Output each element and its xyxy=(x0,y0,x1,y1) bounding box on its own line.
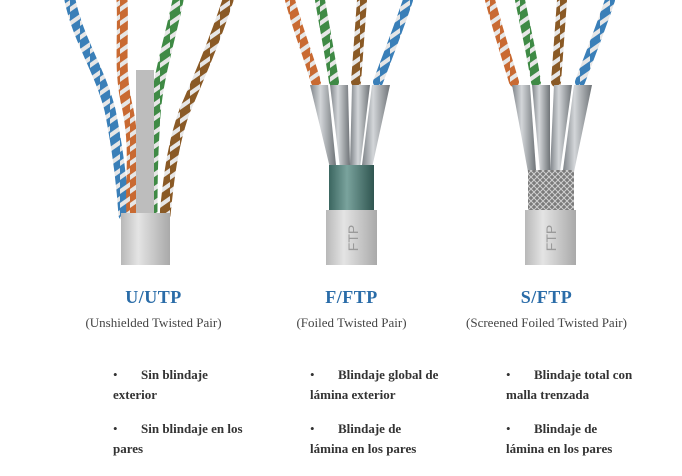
list-item: Sin blindaje exterior xyxy=(113,365,243,405)
list-item: Blindaje global de lámina exterior xyxy=(310,365,440,405)
cable-subtitle: (Foiled Twisted Pair) xyxy=(296,315,407,330)
cable-uutp-drawing xyxy=(64,0,234,265)
jacket-label: FTP xyxy=(345,225,361,251)
feature-list: Blindaje global de lámina exterior Blind… xyxy=(310,365,440,473)
cable-subtitle: (Unshielded Twisted Pair) xyxy=(85,315,222,330)
feature-list: Blindaje total con malla trenzada Blinda… xyxy=(506,365,636,473)
list-item: Sin blindaje en los pares xyxy=(113,419,243,459)
cable-column-fftp: F/FTP (Foiled Twisted Pair) Blindaje glo… xyxy=(238,265,465,456)
cable-subtitle: (Screened Foiled Twisted Pair) xyxy=(466,315,627,330)
cable-sftp-drawing: FTP xyxy=(485,0,615,265)
list-item: Blindaje de lámina en los pares xyxy=(506,419,636,459)
cable-title: F/FTP xyxy=(325,287,378,307)
cable-title: S/FTP xyxy=(520,287,573,307)
feature-list: Sin blindaje exterior Sin blindaje en lo… xyxy=(113,365,243,473)
list-item: Blindaje de lámina en los pares xyxy=(310,419,440,459)
cable-column-uutp: U/UTP (Unshielded Twisted Pair) Sin blin… xyxy=(40,265,267,456)
cable-title: U/UTP xyxy=(125,287,182,307)
jacket-label: FTP xyxy=(543,225,559,251)
cable-fftp-drawing: FTP xyxy=(285,0,413,265)
cable-illustration: FTP FTP xyxy=(64,0,615,265)
list-item: Blindaje total con malla trenzada xyxy=(506,365,636,405)
cable-column-sftp: S/FTP (Screened Foiled Twisted Pair) Bli… xyxy=(433,265,660,456)
